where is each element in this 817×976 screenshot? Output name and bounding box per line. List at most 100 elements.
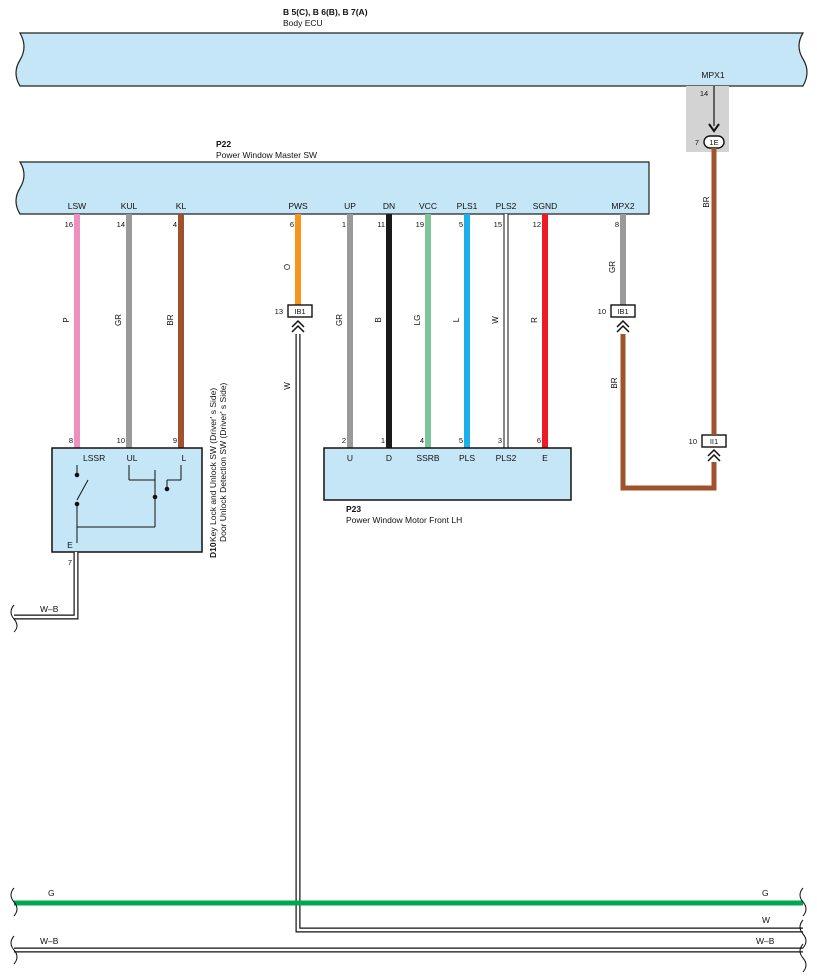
br-ib1-color: BR (610, 377, 619, 388)
lock-sw-name1: Key Lock and Unlock SW (Driver' s Side) (208, 388, 218, 542)
master-sw-box (15, 161, 650, 215)
ib1-right-pin: 10 (598, 307, 606, 316)
wire-color-lsw: P (62, 317, 71, 322)
lock-sw-label-group: D10 Key Lock and Unlock SW (Driver' s Si… (208, 382, 228, 558)
bus-g-label-right: G (762, 888, 769, 898)
master-sw-code: P22 (216, 139, 231, 149)
lock-pin-ul: 10 (117, 436, 125, 445)
ib1-left-name: IB1 (294, 307, 305, 316)
bus-g-label-left: G (48, 888, 55, 898)
master-terminal-vcc: VCC (419, 201, 437, 211)
motor-pin-ssrb: 4 (420, 436, 424, 445)
master-terminal-up: UP (344, 201, 356, 211)
wire-color-pws: O (283, 264, 292, 270)
br-wire-ib1-ii1 (620, 334, 717, 491)
motor-terminal-e: E (542, 453, 548, 463)
mpx1-pin: 14 (700, 89, 708, 98)
wire-color-mpx2: GR (608, 261, 617, 273)
ii1-connector: II1 10 (689, 434, 727, 462)
lock-sw-internal (74, 465, 182, 543)
body-ecu-code: B 5(C), B 6(B), B 7(A) (283, 7, 368, 17)
master-sw-wires: P GR BR O GR B LG L W R GR (62, 214, 626, 448)
wire-color-kul: GR (114, 314, 123, 326)
lock-sw-ground-label: E (67, 540, 73, 550)
ecu-1e-arrow-icon (708, 123, 720, 133)
ecu-1e-name: 1E (709, 138, 718, 147)
motor-pin-pls2: 3 (498, 436, 502, 445)
ib1-left-chevron-icon (291, 319, 305, 333)
ii1-chevron-icon (707, 448, 721, 462)
wire-color-kl: BR (166, 314, 175, 325)
master-terminal-kul: KUL (121, 201, 138, 211)
master-pin-sgnd: 12 (533, 220, 541, 229)
motor-terminal-d: D (386, 453, 392, 463)
master-pin-vcc: 19 (416, 220, 424, 229)
lock-sw-code: D10 (208, 542, 218, 558)
master-pin-dn: 11 (377, 220, 385, 229)
wire-color-up: GR (335, 314, 344, 326)
motor-box (323, 447, 572, 501)
motor-name: Power Window Motor Front LH (346, 515, 462, 525)
master-pin-mpx2: 8 (615, 220, 619, 229)
master-pin-kul: 14 (117, 220, 125, 229)
mpx1-terminal-label: MPX1 (701, 70, 724, 80)
lock-sw-ground-pin: 7 (68, 558, 72, 567)
master-pin-kl: 4 (173, 220, 177, 229)
motor-terminal-pls2: PLS2 (496, 453, 517, 463)
master-pin-pls1: 5 (459, 220, 463, 229)
wire-color-sgnd: R (530, 317, 539, 323)
lock-terminal-l: L (182, 453, 187, 463)
br-ecu-color: BR (702, 196, 711, 207)
wire-color-pls2: W (491, 316, 500, 324)
wb-ground-wire (10, 552, 79, 633)
ib1-right-chevron-icon (616, 319, 630, 333)
master-pin-pws: 6 (290, 220, 294, 229)
master-terminal-dn: DN (383, 201, 395, 211)
master-terminal-mpx2: MPX2 (611, 201, 634, 211)
bus-lines (10, 887, 807, 973)
ib1-right-connector: IB1 10 (598, 304, 636, 333)
wire-color-dn: B (374, 317, 383, 322)
lock-pin-lssr: 8 (69, 436, 73, 445)
w-wire-ib1-bus (295, 334, 803, 933)
master-terminal-pls2: PLS2 (496, 201, 517, 211)
ib1-left-connector: IB1 13 (275, 304, 313, 333)
motor-terminal-pls: PLS (459, 453, 475, 463)
motor-pin-pls: 5 (459, 436, 463, 445)
lock-pin-l: 9 (173, 436, 177, 445)
lock-sw-box (51, 447, 203, 553)
bus-w-label: W (762, 915, 770, 925)
master-sw-name: Power Window Master SW (216, 150, 317, 160)
motor-code: P23 (346, 504, 361, 514)
body-ecu-box (15, 32, 808, 87)
lock-terminal-lssr: LSSR (83, 453, 105, 463)
master-terminal-kl: KL (176, 201, 187, 211)
lock-terminal-ul: UL (127, 453, 138, 463)
motor-pin-u: 2 (342, 436, 346, 445)
body-ecu-name: Body ECU (283, 18, 323, 28)
wb-left-label: W–B (40, 604, 59, 614)
ii1-name: II1 (710, 437, 718, 446)
bus-wb-label-left: W–B (40, 936, 59, 946)
wire-color-vcc: LG (413, 315, 422, 326)
ecu-1e-pin: 7 (695, 138, 699, 147)
ii1-pin: 10 (689, 437, 697, 446)
master-terminal-pls1: PLS1 (457, 201, 478, 211)
master-terminal-sgnd: SGND (533, 201, 558, 211)
ib1-left-pin: 13 (275, 307, 283, 316)
lock-sw-name2: Door Unlock Detection SW (Driver' s Side… (218, 382, 228, 542)
wire-color-pls1: L (452, 317, 461, 322)
motor-pin-d: 1 (381, 436, 385, 445)
ib1-right-name: IB1 (617, 307, 628, 316)
w-ib1-color: W (283, 382, 292, 390)
master-pin-pls2: 15 (494, 220, 502, 229)
motor-terminal-u: U (347, 453, 353, 463)
master-pin-up: 1 (342, 220, 346, 229)
master-terminal-lsw: LSW (68, 201, 86, 211)
master-terminal-pws: PWS (288, 201, 308, 211)
motor-terminal-ssrb: SSRB (416, 453, 439, 463)
